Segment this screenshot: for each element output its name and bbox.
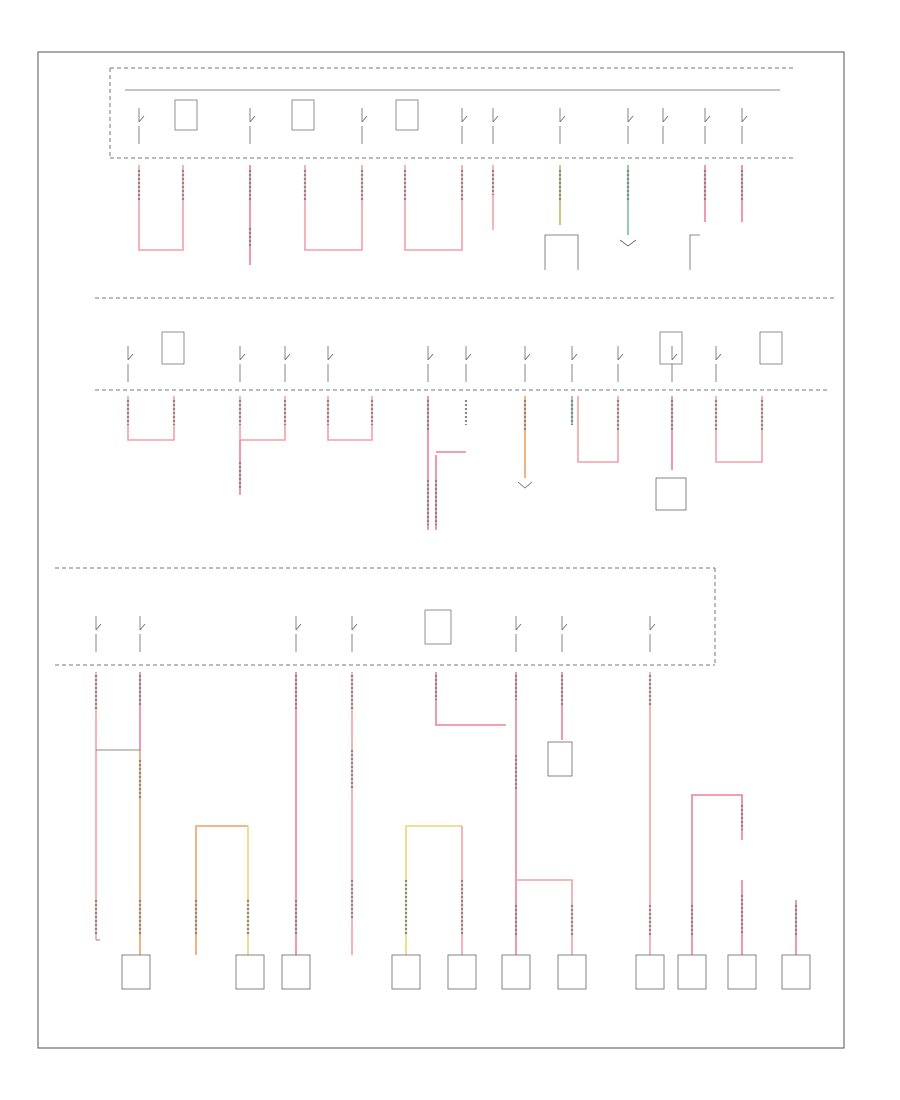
fuse-symbol bbox=[351, 616, 358, 652]
diagram-frame bbox=[37, 51, 845, 1049]
fuse-symbol bbox=[649, 616, 656, 652]
fuse-symbol bbox=[139, 616, 146, 652]
component-connector bbox=[557, 954, 587, 990]
middle-wires bbox=[126, 396, 764, 530]
component-connector bbox=[281, 954, 311, 990]
wire-loop-8 bbox=[715, 396, 763, 463]
wire-col-6 bbox=[435, 672, 506, 726]
fuse-symbol bbox=[327, 346, 334, 382]
fuse-symbol bbox=[295, 616, 302, 652]
fuse-symbol bbox=[704, 108, 711, 144]
upper-fuse-box bbox=[109, 67, 795, 159]
fuse-symbol bbox=[515, 616, 522, 652]
lower-fuse-box bbox=[55, 567, 716, 666]
fuse-symbol bbox=[571, 346, 578, 382]
wire-loop-6 bbox=[327, 396, 373, 441]
component-connector bbox=[501, 954, 531, 990]
bottom-connectors bbox=[121, 954, 811, 990]
upper-fuses bbox=[138, 108, 748, 144]
fuse-symbol bbox=[627, 108, 634, 144]
wire-col-11 bbox=[691, 794, 743, 955]
middle-fuses bbox=[127, 346, 722, 382]
component-connector bbox=[677, 954, 707, 990]
fuse-symbol bbox=[492, 108, 499, 144]
fuse-symbol bbox=[284, 346, 291, 382]
fuse-symbol bbox=[465, 346, 472, 382]
wire-col-3 bbox=[195, 825, 248, 955]
fuse-symbol bbox=[671, 346, 678, 382]
component-connector bbox=[447, 954, 477, 990]
fuse-symbol bbox=[138, 108, 145, 144]
fuse-symbol bbox=[361, 108, 368, 144]
lower-wires bbox=[94, 672, 798, 955]
wire-loop-5 bbox=[239, 396, 286, 441]
fuse-symbol bbox=[239, 346, 246, 382]
connector-box-mid bbox=[547, 741, 573, 777]
fuse-symbol bbox=[662, 108, 669, 144]
wire-col-7 bbox=[405, 825, 462, 955]
fuse-symbol bbox=[461, 108, 468, 144]
component-connector bbox=[235, 954, 265, 990]
fuse-symbol bbox=[95, 616, 102, 652]
wire-loop-2 bbox=[304, 165, 363, 251]
upper-wires bbox=[137, 165, 744, 270]
wire-col-8b bbox=[516, 879, 573, 955]
fuse-symbol bbox=[127, 346, 134, 382]
wire-loop-1 bbox=[138, 165, 184, 251]
fuse-symbol bbox=[741, 108, 748, 144]
fuse-symbol bbox=[715, 346, 722, 382]
wire-loop-7 bbox=[577, 396, 619, 463]
component-connector bbox=[391, 954, 421, 990]
component-connector bbox=[121, 954, 151, 990]
component-connector bbox=[727, 954, 757, 990]
fuse-symbol bbox=[617, 346, 624, 382]
middle-fuse-box bbox=[95, 331, 830, 391]
component-connector bbox=[781, 954, 811, 990]
connector-box bbox=[655, 477, 687, 511]
lower-fuses bbox=[95, 616, 656, 652]
fuse-symbol bbox=[524, 346, 531, 382]
fuse-symbol bbox=[559, 108, 566, 144]
component-connector bbox=[635, 954, 665, 990]
wire-loop-3 bbox=[404, 165, 463, 251]
fuse-symbol bbox=[561, 616, 568, 652]
wire-loop-4 bbox=[127, 396, 175, 441]
fuse-symbol bbox=[249, 108, 256, 144]
fuse-symbol bbox=[427, 346, 434, 382]
